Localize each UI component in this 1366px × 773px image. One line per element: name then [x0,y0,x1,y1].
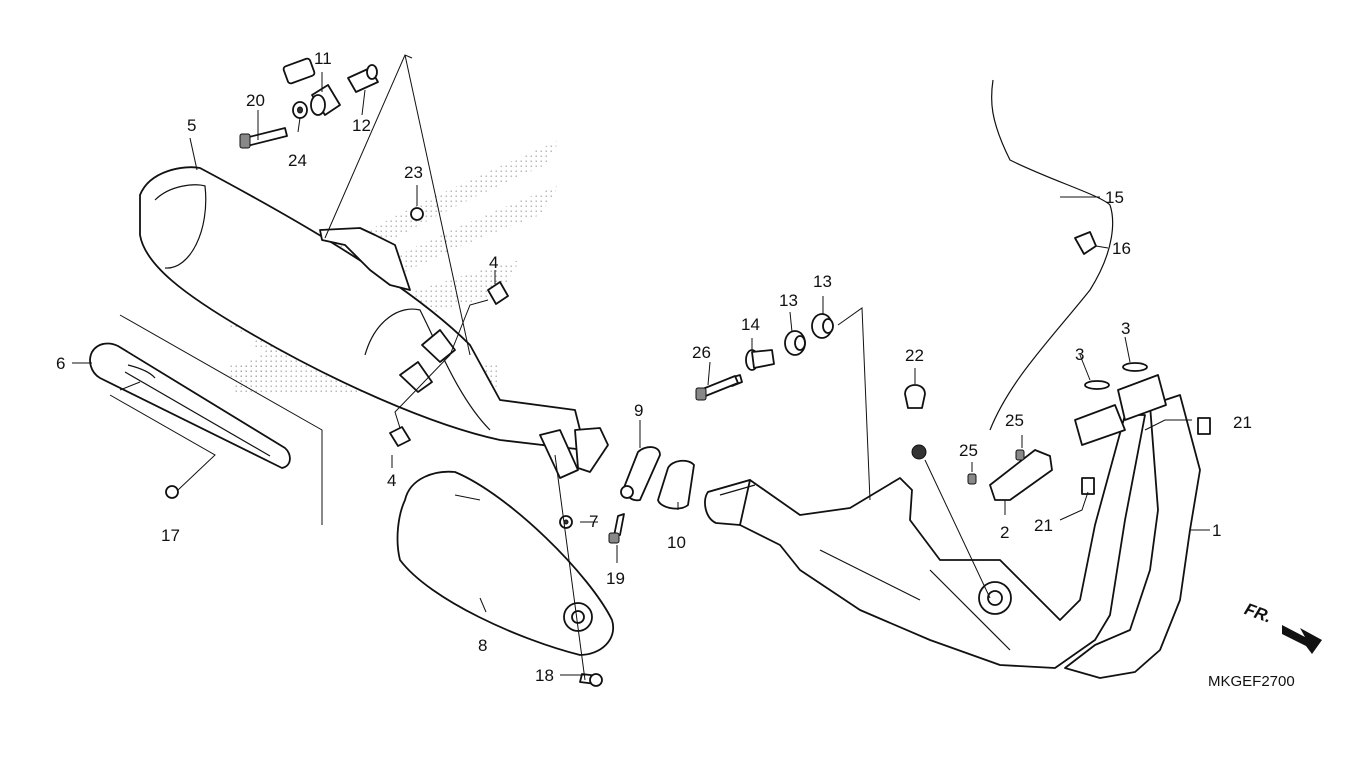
bolt-25-b [967,473,977,485]
bolt-17 [165,485,179,499]
label-part-1: 1 [1212,521,1221,540]
label-part-21-a: 21 [1233,413,1252,432]
front-direction-arrow-icon [1282,625,1322,654]
bracket-2 [989,449,1053,501]
label-part-12: 12 [352,116,371,135]
clip-16 [1074,231,1097,255]
label-part-13-b: 13 [813,272,832,291]
o2-sensor-15 [282,57,1114,460]
collar-7 [559,515,573,529]
bushing-12 [347,64,379,93]
clamp-9 [620,446,661,502]
label-part-26: 26 [692,343,711,362]
label-part-20: 20 [246,91,265,110]
label-part-16: 16 [1112,239,1131,258]
nut-21-b [1081,477,1095,495]
label-part-25-b: 25 [959,441,978,460]
collar-11 [310,84,341,116]
muffler-body [139,166,609,479]
label-part-7: 7 [589,512,598,531]
bolt-25-a [1015,449,1025,461]
bolt-20 [239,127,288,149]
rubber-4-upper [487,281,509,305]
label-part-9: 9 [634,401,643,420]
label-part-3-a: 3 [1075,345,1084,364]
diagram-code: MKGEF2700 [1208,673,1295,690]
label-part-10: 10 [667,533,686,552]
label-part-11: 11 [314,49,332,68]
nut-23 [410,207,424,221]
gasket-3-a [1084,380,1110,390]
label-part-17: 17 [161,526,180,545]
label-part-13-a: 13 [779,291,798,310]
heat-shield-cover [396,470,615,656]
label-part-2: 2 [1000,523,1009,542]
collar-14 [745,349,775,371]
clip-22 [904,384,926,409]
label-part-19: 19 [606,569,625,588]
rubber-4-lower [389,426,411,447]
label-part-24: 24 [288,151,307,170]
label-part-15: 15 [1105,188,1124,207]
grommet-13-b [811,313,834,339]
gasket-3-b [1122,362,1148,372]
gasket-10 [657,459,695,510]
front-indicator-label: FR. [1242,599,1274,626]
label-part-6: 6 [56,354,65,373]
nut-21-a [1197,417,1211,435]
label-part-8: 8 [478,636,487,655]
bolt-26 [695,374,743,401]
grommet-13-a [784,330,806,356]
washer-24 [292,101,308,119]
exhaust-pipe-assembly [704,374,1201,679]
label-part-18: 18 [535,666,554,685]
label-part-21-b: 21 [1034,516,1053,535]
heat-guard [89,342,291,469]
label-part-5: 5 [187,116,196,135]
label-part-3-b: 3 [1121,319,1130,338]
label-part-22: 22 [905,346,924,365]
label-part-14: 14 [741,315,760,334]
bolt-19 [608,513,625,544]
label-part-23: 23 [404,163,423,182]
leader-lines [72,54,1210,681]
label-part-4-a: 4 [489,253,498,272]
label-part-25-a: 25 [1005,411,1024,430]
bolt-18 [579,673,603,687]
label-part-4-b: 4 [387,471,396,490]
